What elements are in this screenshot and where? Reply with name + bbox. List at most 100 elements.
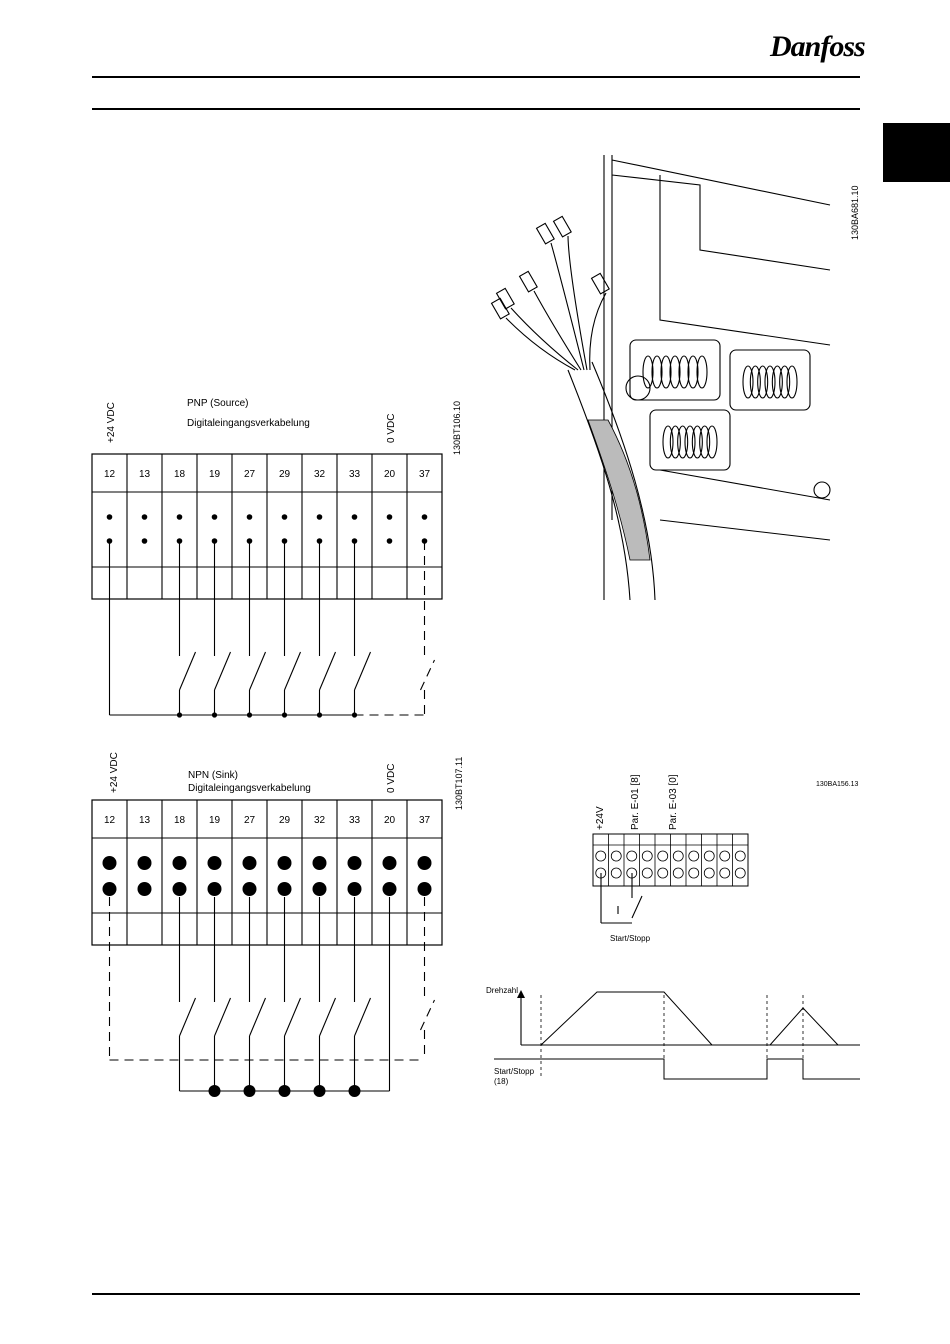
terminal-screw <box>704 868 714 878</box>
cable-shield <box>588 420 650 560</box>
terminal-dot <box>278 882 292 896</box>
terminal-screw <box>689 851 699 861</box>
terminal-number: 18 <box>174 469 186 480</box>
terminal-dot <box>387 514 393 520</box>
spring-clamp <box>730 350 810 410</box>
diagram-title: PNP (Source) <box>187 398 249 409</box>
terminal-dot <box>142 538 148 544</box>
terminal-screw <box>658 851 668 861</box>
terminal-dot <box>208 856 222 870</box>
terminal-dot <box>317 514 323 520</box>
spring-coil <box>787 366 797 398</box>
terminal-dot <box>383 856 397 870</box>
terminal-dot <box>348 882 362 896</box>
terminal-number: 27 <box>244 815 256 826</box>
terminal-number: 18 <box>174 815 186 826</box>
switch-contact <box>421 1000 435 1030</box>
wire-ferrule <box>592 273 610 294</box>
terminal-dot <box>313 856 327 870</box>
figure-code: 130BA156.13 <box>816 781 859 788</box>
switch-contact <box>250 998 266 1036</box>
supply-label: +24 VDC <box>109 752 120 793</box>
wire-ferrule <box>537 223 555 244</box>
junction-dot <box>212 712 217 717</box>
zero-volt-label: 0 VDC <box>386 764 397 793</box>
terminal-number: 29 <box>279 469 291 480</box>
terminal-dot <box>383 882 397 896</box>
switch-contact <box>180 652 196 690</box>
start-stop-signal <box>494 1059 860 1079</box>
terminal-label-24v: +24V <box>595 806 606 830</box>
terminal-screw <box>642 868 652 878</box>
switch-contact <box>215 652 231 690</box>
terminal-dot <box>208 882 222 896</box>
terminal-screw <box>673 868 683 878</box>
signal-label: Start/Stopp <box>494 1067 535 1076</box>
switch-contact <box>320 998 336 1036</box>
terminal-screw <box>720 851 730 861</box>
wire-lead <box>511 308 578 370</box>
terminal-dot <box>243 856 257 870</box>
figure-code: 130BA681.10 <box>850 185 860 240</box>
terminal-dot <box>138 882 152 896</box>
terminal-screw <box>611 851 621 861</box>
switch-contact <box>285 652 301 690</box>
junction-dot <box>317 712 322 717</box>
terminal-number: 13 <box>139 815 151 826</box>
figure-code: 130BT106.10 <box>452 401 462 455</box>
terminal-dot <box>173 856 187 870</box>
terminal-screw <box>596 851 606 861</box>
terminal-number: 37 <box>419 815 431 826</box>
zero-volt-label: 0 VDC <box>386 414 397 443</box>
terminal-dot <box>348 856 362 870</box>
terminal-dot <box>313 882 327 896</box>
terminal-screw <box>720 868 730 878</box>
speed-curve <box>541 992 838 1045</box>
terminal-dot <box>418 882 432 896</box>
diagram-title: NPN (Sink) <box>188 770 238 781</box>
terminal-dot <box>352 514 358 520</box>
terminal-dot <box>107 514 113 520</box>
wire-ferrule <box>554 216 572 237</box>
switch-contact <box>180 998 196 1036</box>
wire-ferrule <box>520 271 538 292</box>
terminal-number: 12 <box>104 815 116 826</box>
terminal-dot <box>282 514 288 520</box>
speed-axis-label: Drehzahl <box>486 986 518 995</box>
switch-contact <box>421 660 435 690</box>
terminal-number: 20 <box>384 469 396 480</box>
terminal-dot <box>138 856 152 870</box>
terminal-screw <box>735 868 745 878</box>
diagram-subtitle: Digitaleingangsverkabelung <box>188 783 311 794</box>
signal-terminal-label: (18) <box>494 1077 509 1086</box>
switch-label: Start/Stopp <box>610 934 651 943</box>
terminal-dot <box>418 856 432 870</box>
terminal-dot <box>247 514 253 520</box>
diagram-subtitle: Digitaleingangsverkabelung <box>187 418 310 429</box>
terminal-dot <box>422 514 428 520</box>
terminal-number: 33 <box>349 815 361 826</box>
terminal-dot <box>212 514 218 520</box>
switch-contact <box>320 652 336 690</box>
terminal-screw <box>689 868 699 878</box>
terminal-screw <box>658 868 668 878</box>
terminal-number: 33 <box>349 469 361 480</box>
junction-dot <box>282 712 287 717</box>
terminal-number: 19 <box>209 815 221 826</box>
terminal-label-e01: Par. E-01 [8] <box>630 774 641 830</box>
terminal-dot <box>177 514 183 520</box>
terminal-screw <box>735 851 745 861</box>
terminal-screw <box>704 851 714 861</box>
terminal-number: 13 <box>139 469 151 480</box>
spring-coil <box>707 426 717 458</box>
terminal-dot <box>278 856 292 870</box>
terminal-number: 27 <box>244 469 256 480</box>
terminal-dot <box>142 514 148 520</box>
screw <box>814 482 830 498</box>
switch-contact <box>250 652 266 690</box>
spring-clamp <box>650 410 730 470</box>
terminal-screw <box>642 851 652 861</box>
